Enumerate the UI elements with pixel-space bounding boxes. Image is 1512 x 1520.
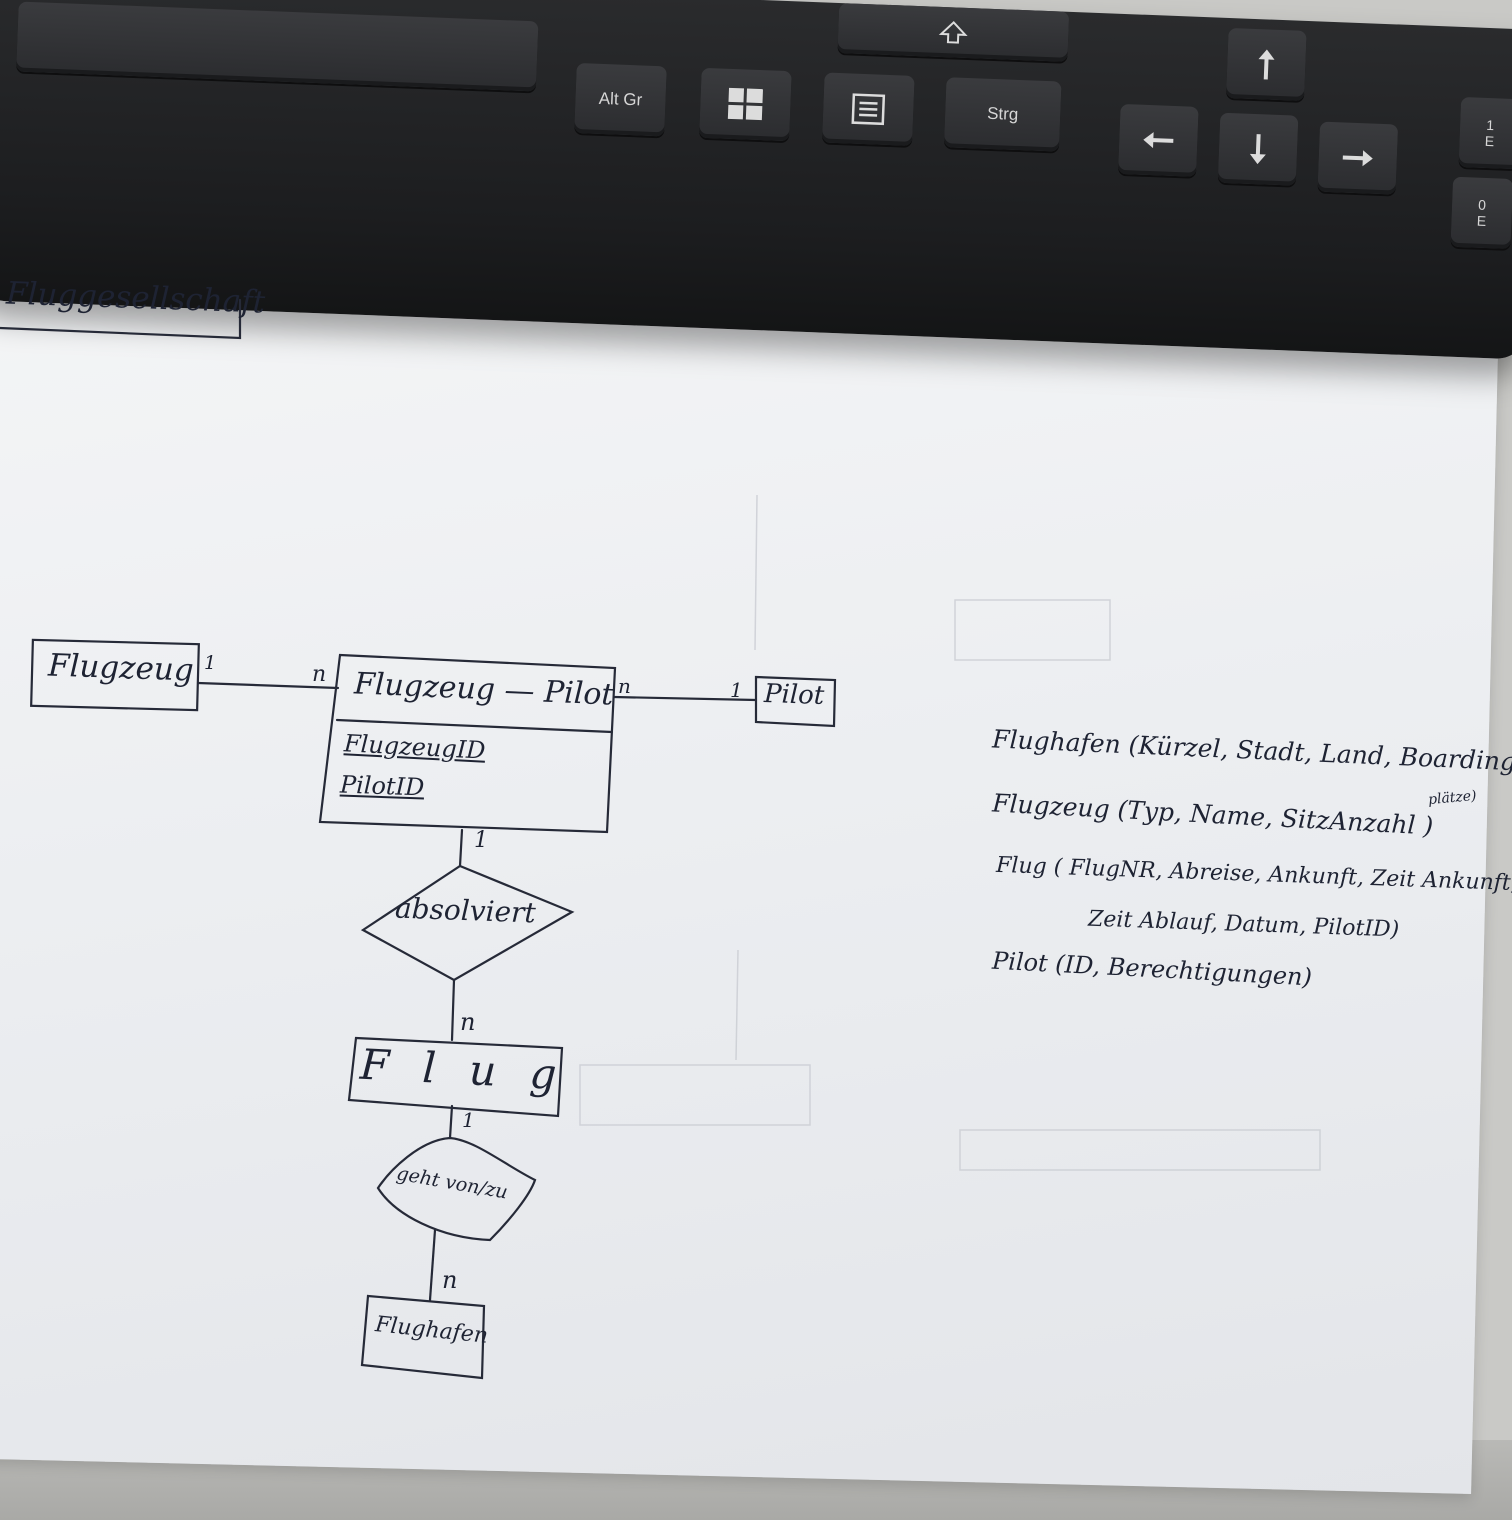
- relationship-absolviert-label: absolviert: [394, 891, 537, 930]
- entity-flugzeug-box: [30, 638, 200, 712]
- arrow-up-icon: [1258, 49, 1275, 80]
- link-flugzeug-table: [196, 681, 340, 690]
- cardinality-table-left: n: [312, 662, 327, 687]
- shift-icon: [938, 21, 968, 44]
- menu-icon: [851, 93, 886, 126]
- shift-key[interactable]: [837, 3, 1070, 62]
- arrow-up-key[interactable]: [1226, 27, 1307, 101]
- link-absolviert-flug: [450, 978, 456, 1042]
- windows-icon: [727, 87, 764, 121]
- cardinality-flugzeug-left: 1: [204, 652, 217, 674]
- entity-flughafen-box: [360, 1294, 486, 1380]
- cardinality-pilot-left: 1: [730, 678, 743, 702]
- cardinality-flughafen-top: n: [442, 1266, 458, 1294]
- relationship-table-box: [318, 653, 617, 834]
- title-box: [0, 298, 242, 340]
- entity-flug-box: [347, 1036, 564, 1118]
- windows-key[interactable]: [699, 67, 792, 142]
- arrow-right-icon: [1342, 150, 1373, 167]
- cardinality-table-right: n: [618, 674, 631, 698]
- relationship-table-divider: [335, 718, 614, 734]
- arrow-down-icon: [1249, 134, 1266, 165]
- cardinality-flug-top: n: [460, 1008, 476, 1036]
- relationship-table-attr-pilotid: PilotID: [339, 770, 425, 802]
- entity-flugzeug-label: Flugzeug: [47, 647, 195, 689]
- arrow-down-key[interactable]: [1217, 112, 1299, 186]
- keyboard: Alt Gr Strg 1 E 0 E: [0, 0, 1512, 360]
- entity-pilot-box: [754, 675, 837, 728]
- relationship-geht-shape: [376, 1136, 537, 1242]
- cardinality-flug-bottom: 1: [462, 1108, 475, 1132]
- arrow-left-icon: [1143, 132, 1174, 149]
- link-geht-flughafen: [428, 1228, 437, 1302]
- link-table-absolviert: [458, 828, 464, 868]
- link-table-pilot: [612, 695, 758, 702]
- arrow-left-key[interactable]: [1118, 103, 1199, 177]
- link-flug-geht: [448, 1104, 454, 1140]
- entity-pilot-label: Pilot: [763, 678, 825, 712]
- menu-key[interactable]: [822, 72, 915, 146]
- cardinality-table-bottom: 1: [474, 828, 488, 853]
- show-through-marks: [579, 494, 1321, 1171]
- arrow-right-key[interactable]: [1317, 121, 1399, 195]
